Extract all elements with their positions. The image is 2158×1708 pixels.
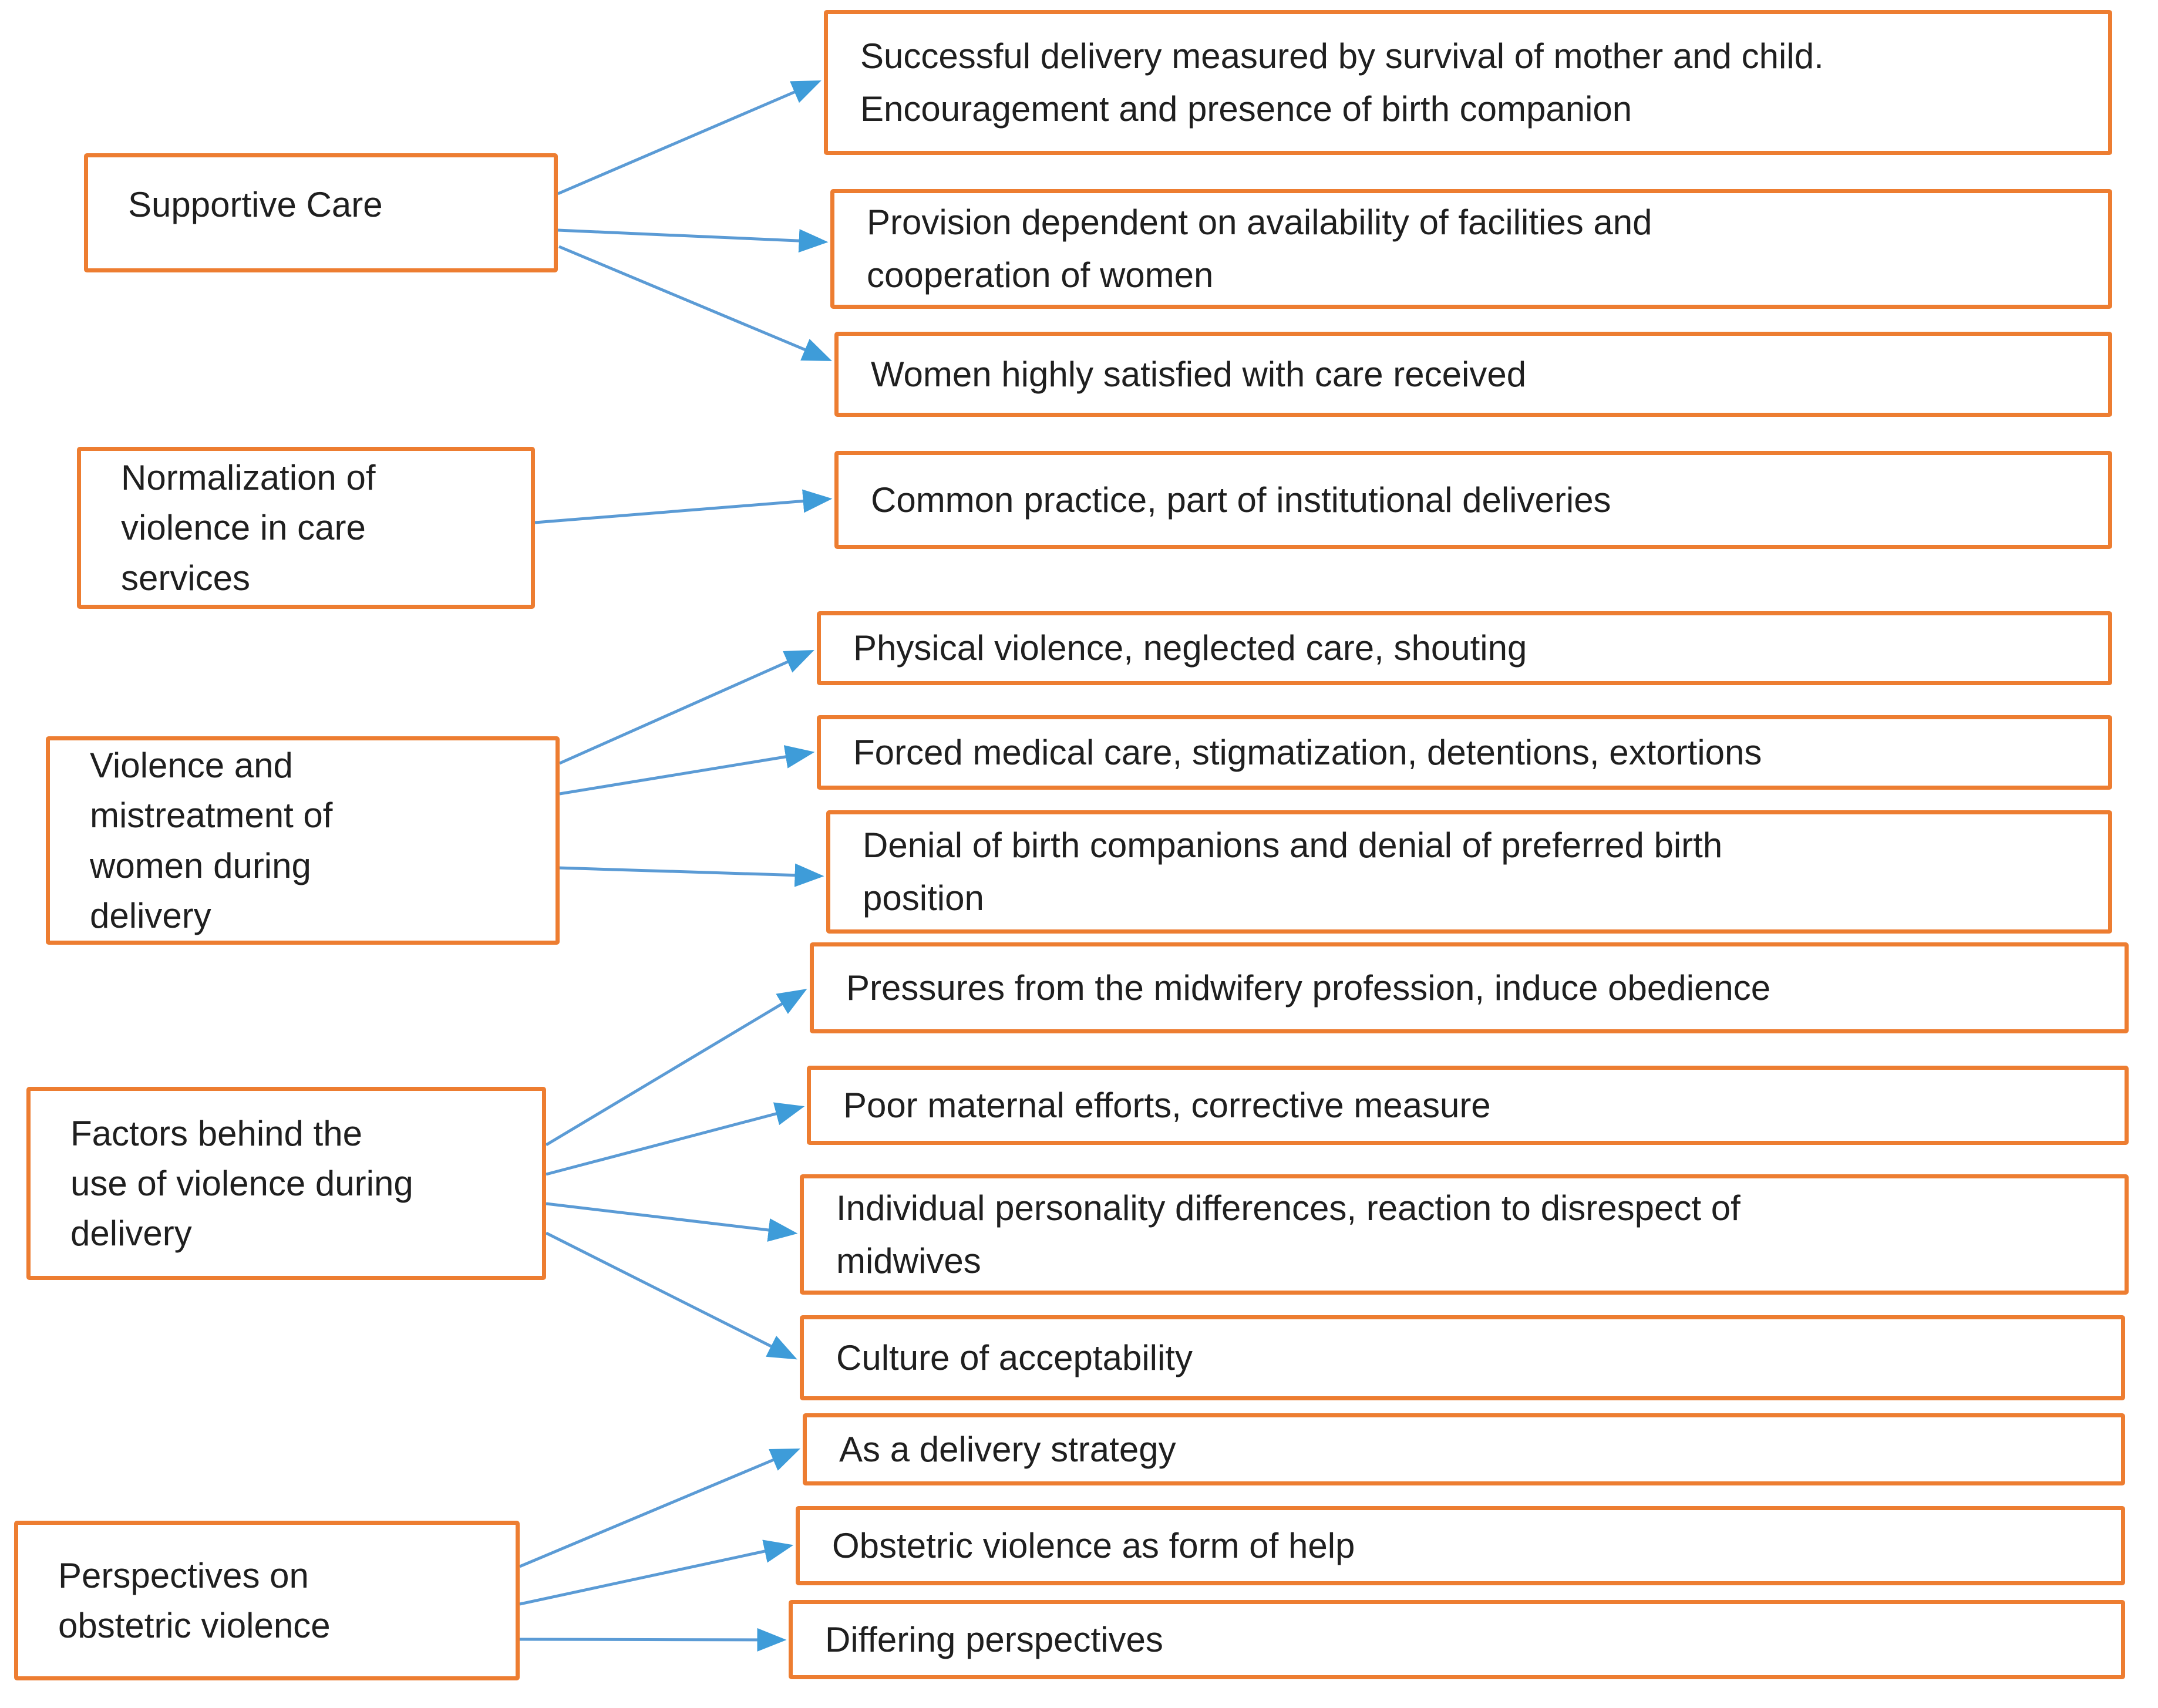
finding-label: Women highly satisfied with care receive… [871, 354, 1527, 394]
finding-label: Successful delivery measured by survival… [860, 36, 1824, 129]
category-box-normalization-of-violence: Normalization of violence in care servic… [77, 447, 535, 609]
arrow-violence-1 [558, 649, 814, 765]
finding-label: Provision dependent on availability of f… [867, 203, 1652, 295]
arrow-supportive-1 [557, 80, 822, 196]
arrow-supportive-3 [558, 245, 832, 361]
arrow-supportive-2 [557, 228, 829, 253]
arrow-violence-2 [559, 745, 815, 796]
finding-box-poor-maternal-efforts: Poor maternal efforts, corrective measur… [807, 1066, 2129, 1145]
finding-box-denial-of-birth-companions: Denial of birth companions and denial of… [826, 810, 2112, 934]
finding-box-delivery-strategy: As a delivery strategy [803, 1413, 2125, 1485]
category-label: Perspectives on obstetric violence [58, 1555, 331, 1645]
finding-box-successful-delivery: Successful delivery measured by survival… [824, 10, 2112, 155]
arrow-factors-4 [545, 1231, 797, 1360]
arrow-factors-2 [546, 1102, 805, 1176]
category-label: Factors behind the use of violence durin… [70, 1113, 413, 1254]
finding-box-forced-medical-care: Forced medical care, stigmatization, det… [817, 715, 2112, 790]
finding-label: Individual personality differences, reac… [836, 1188, 1740, 1281]
category-label: Normalization of violence in care servic… [121, 458, 376, 598]
finding-label: Denial of birth companions and denial of… [863, 826, 1723, 918]
category-label: Violence and mistreatment of women durin… [90, 746, 333, 935]
finding-box-individual-personality: Individual personality differences, reac… [800, 1174, 2129, 1295]
arrow-factors-1 [545, 989, 807, 1147]
finding-label: Forced medical care, stigmatization, det… [853, 732, 1762, 772]
category-label: Supportive Care [128, 185, 383, 224]
finding-label: Pressures from the midwifery profession,… [846, 968, 1771, 1008]
arrow-normalization-1 [534, 489, 833, 524]
finding-box-differing-perspectives: Differing perspectives [789, 1600, 2125, 1679]
finding-label: Differing perspectives [825, 1619, 1163, 1659]
arrow-perspectives-2 [519, 1539, 794, 1606]
arrow-violence-3 [557, 863, 824, 887]
arrow-factors-3 [546, 1202, 798, 1242]
category-box-factors-behind-violence: Factors behind the use of violence durin… [26, 1087, 546, 1280]
finding-label: As a delivery strategy [839, 1429, 1176, 1469]
finding-box-common-practice: Common practice, part of institutional d… [834, 451, 2112, 549]
arrow-perspectives-3 [519, 1628, 787, 1652]
finding-box-culture-of-acceptability: Culture of acceptability [800, 1315, 2125, 1400]
finding-box-violence-as-help: Obstetric violence as form of help [796, 1506, 2125, 1585]
finding-label: Poor maternal efforts, corrective measur… [843, 1085, 1491, 1125]
finding-box-women-highly-satisfied: Women highly satisfied with care receive… [834, 332, 2112, 417]
finding-box-physical-violence: Physical violence, neglected care, shout… [817, 611, 2112, 685]
category-box-perspectives-on-obstetric-violence: Perspectives on obstetric violence [14, 1521, 520, 1680]
finding-box-provision-dependent: Provision dependent on availability of f… [830, 189, 2112, 309]
category-box-supportive-care: Supportive Care [84, 153, 558, 272]
finding-label: Common practice, part of institutional d… [871, 480, 1611, 520]
category-box-violence-and-mistreatment: Violence and mistreatment of women durin… [46, 736, 560, 945]
arrow-perspectives-1 [519, 1448, 800, 1568]
finding-label: Culture of acceptability [836, 1338, 1193, 1377]
finding-label: Physical violence, neglected care, shout… [853, 628, 1527, 668]
finding-box-pressures-midwifery: Pressures from the midwifery profession,… [810, 942, 2129, 1033]
finding-label: Obstetric violence as form of help [832, 1525, 1355, 1565]
